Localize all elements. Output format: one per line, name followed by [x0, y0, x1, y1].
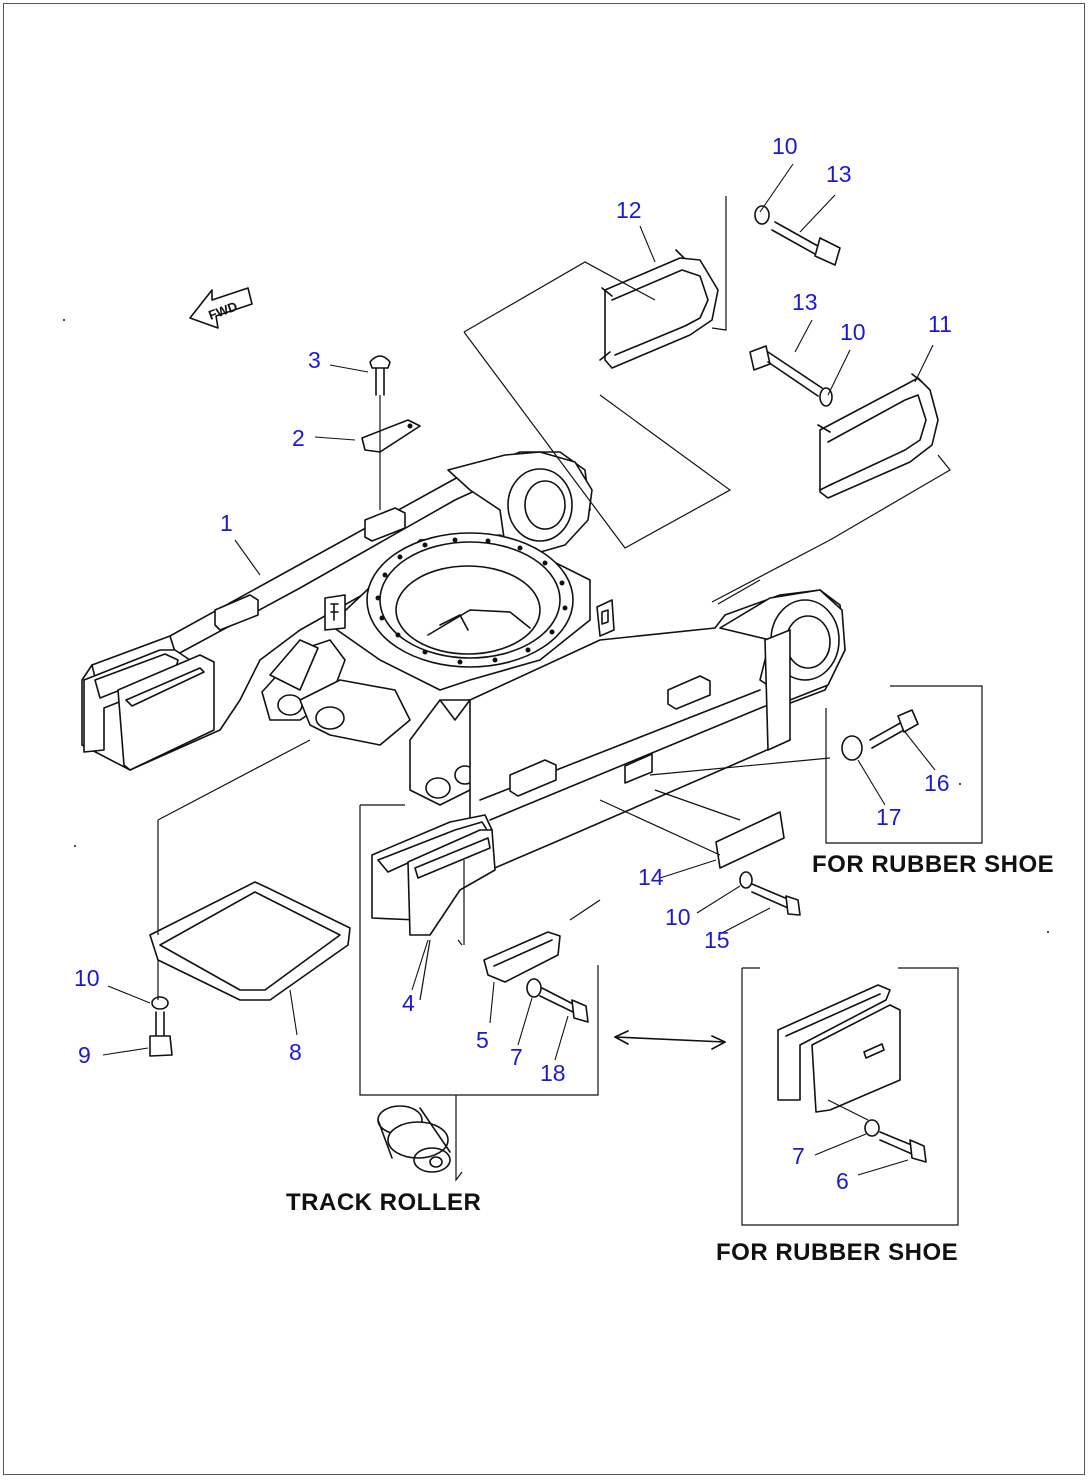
callout-6: 6 [836, 1168, 849, 1194]
callout-11: 11 [928, 311, 952, 337]
part-3-bolt [369, 355, 391, 396]
callout-10-middle: 10 [840, 319, 866, 345]
rubber-shoe-end-plate [777, 984, 901, 1113]
callout-2: 2 [292, 425, 305, 451]
part-9-bolt [149, 1011, 173, 1057]
part-12-cover [599, 249, 719, 369]
assembly-guide-lines [157, 196, 983, 1226]
callout-17: 17 [876, 804, 902, 830]
callout-18: 18 [540, 1060, 566, 1086]
caption-rubber-shoe-bottom: FOR RUBBER SHOE [716, 1239, 958, 1266]
part-10-washer-left [151, 996, 169, 1010]
callout-12: 12 [616, 197, 642, 223]
part-18-bolt [539, 987, 589, 1023]
part-11-cover [817, 373, 939, 499]
callout-10-left: 10 [74, 965, 100, 991]
track-roller-icon [377, 1105, 451, 1173]
caption-rubber-shoe-top: FOR RUBBER SHOE [812, 851, 1054, 878]
callout-7: 7 [510, 1044, 523, 1070]
part-2-plate [361, 419, 421, 453]
part-7-washer-inset [864, 1119, 880, 1137]
callout-13-middle: 13 [792, 289, 818, 315]
forward-arrow-icon: FWD [189, 287, 253, 329]
part-14-cover-plate [715, 811, 785, 869]
part-13-bolt-lower [749, 345, 823, 397]
part-5-guard [483, 931, 561, 983]
captions: FOR RUBBER SHOE TRACK ROLLER FOR RUBBER … [286, 851, 1054, 1266]
part-7-washer-center [526, 978, 542, 998]
callout-9: 9 [78, 1042, 91, 1068]
part-6-bolt [879, 1131, 927, 1163]
part-10-washer-right [739, 871, 753, 889]
callout-10-right: 10 [665, 904, 691, 930]
part-15-bolt [751, 883, 801, 916]
stray-marks [63, 319, 1049, 933]
callout-8: 8 [289, 1039, 302, 1065]
callout-14: 14 [638, 864, 664, 890]
part-10-washer-upper [754, 205, 770, 225]
part-16-bolt [869, 709, 919, 749]
callout-7-inset: 7 [792, 1143, 805, 1169]
callout-5: 5 [476, 1027, 489, 1053]
callout-labels: 1 2 3 4 5 6 7 7 8 9 10 10 10 10 11 12 13… [74, 133, 952, 1194]
caption-track-roller: TRACK ROLLER [286, 1189, 481, 1216]
part-8-cover [149, 881, 351, 1001]
callout-4: 4 [402, 990, 415, 1016]
part-13-bolt-upper [771, 221, 841, 266]
callout-10-top: 10 [772, 133, 798, 159]
bearing-bolt-holes [375, 537, 568, 665]
track-frame-body [81, 451, 846, 936]
callout-1: 1 [220, 510, 233, 536]
callout-15: 15 [704, 927, 730, 953]
callout-16: 16 [924, 770, 950, 796]
leader-lines [102, 163, 936, 1176]
callout-13-top: 13 [826, 161, 852, 187]
page-frame [3, 3, 1085, 1475]
callout-3: 3 [308, 347, 321, 373]
part-17-nut [841, 735, 863, 761]
